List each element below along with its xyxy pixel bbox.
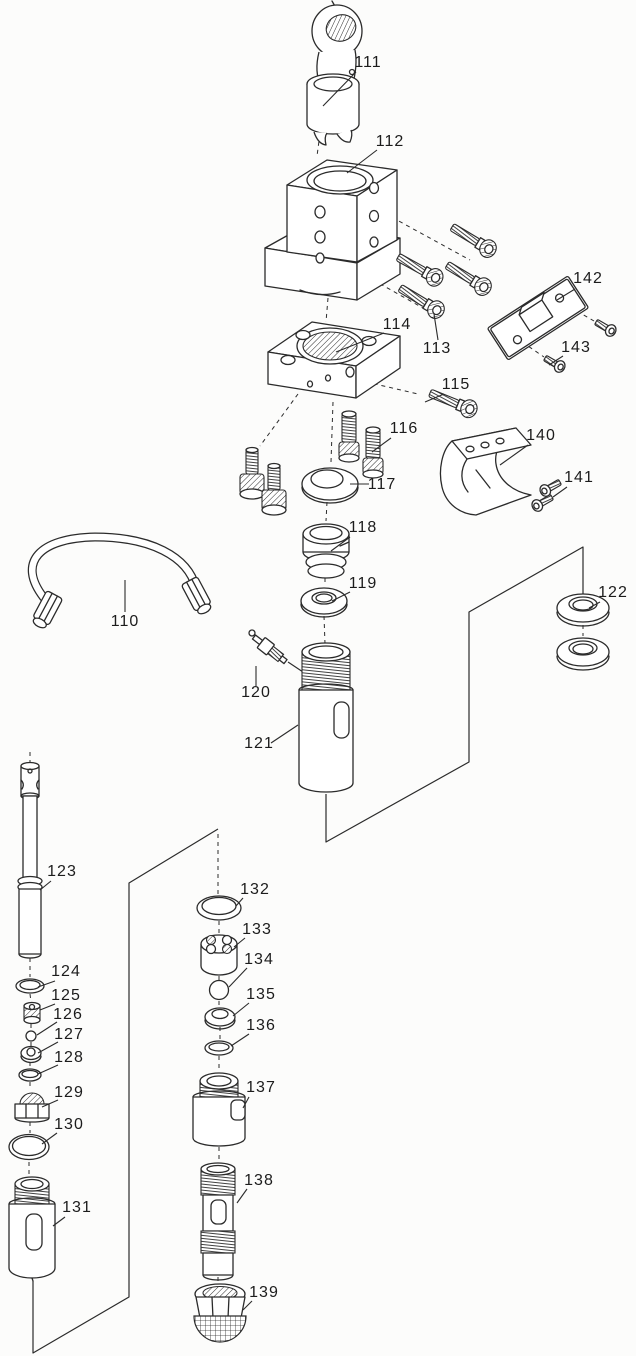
callout-138: 138 [244, 1172, 274, 1189]
callout-129: 129 [54, 1084, 84, 1101]
part-127-packing [20, 1045, 42, 1064]
part-120-fitting [248, 629, 307, 675]
callout-114: 114 [383, 316, 412, 333]
callout-121: 121 [244, 735, 274, 752]
callout-128: 128 [54, 1049, 84, 1066]
part-139-strainer [193, 1283, 247, 1343]
callout-130: 130 [54, 1116, 84, 1133]
callout-111: 111 [354, 54, 381, 71]
callout-124: 124 [51, 963, 81, 980]
part-123-piston-rod [17, 761, 43, 959]
part-138-suction-tube [200, 1162, 236, 1281]
part-137-valve-housing [192, 1072, 246, 1147]
callout-117: 117 [368, 476, 397, 493]
part-111-rod-end [306, 4, 363, 146]
part-122-packings [556, 593, 610, 671]
boundary-lines [32, 546, 584, 1354]
part-136-o-ring [204, 1040, 234, 1056]
part-110-hose [27, 532, 212, 629]
callout-132: 132 [240, 881, 270, 898]
callout-131: 131 [62, 1199, 92, 1216]
part-112-pump-block [264, 159, 401, 301]
part-129-valve-nut [14, 1092, 50, 1123]
callout-139: 139 [249, 1284, 279, 1301]
callout-120: 120 [241, 684, 271, 701]
callout-116: 116 [390, 420, 419, 437]
callout-141: 141 [564, 469, 594, 486]
callout-118: 118 [349, 519, 378, 536]
part-118-packing-nut [302, 523, 350, 579]
part-132-o-ring [196, 895, 242, 921]
callout-134: 134 [244, 951, 274, 968]
callout-133: 133 [242, 921, 272, 938]
callout-127: 127 [54, 1026, 84, 1043]
part-133-valve-cage [200, 934, 238, 976]
part-126-ball [25, 1030, 37, 1042]
callout-110: 110 [111, 613, 140, 630]
callout-113: 113 [423, 340, 452, 357]
callout-136: 136 [246, 1017, 276, 1034]
callout-115: 115 [442, 376, 471, 393]
callout-122: 122 [598, 584, 628, 601]
part-121-cylinder [298, 642, 354, 793]
callout-135: 135 [246, 986, 276, 1003]
part-128-o-ring [18, 1068, 42, 1082]
callout-123: 123 [47, 863, 77, 880]
part-114-manifold-block [267, 321, 401, 399]
part-116-fittings [239, 410, 384, 516]
callout-126: 126 [53, 1006, 83, 1023]
part-142-cover-plate [487, 276, 589, 360]
part-135-valve-seat [204, 1007, 236, 1030]
part-134-ball [208, 979, 230, 1001]
callout-143: 143 [561, 339, 591, 356]
part-119-seal-washer [300, 587, 348, 618]
part-141-screws [529, 476, 564, 514]
part-125-gland [23, 1001, 41, 1025]
callout-142: 142 [573, 270, 603, 287]
part-130-o-ring [8, 1133, 50, 1161]
part-117-washer [301, 467, 359, 504]
callout-112: 112 [376, 133, 405, 150]
callout-137: 137 [246, 1079, 276, 1096]
callout-140: 140 [526, 427, 556, 444]
part-131-cylinder-housing [8, 1176, 56, 1282]
part-124-o-ring [15, 978, 45, 994]
part-113-screws [392, 218, 501, 323]
part-140-guard-bracket [439, 427, 532, 516]
callout-119: 119 [349, 575, 378, 592]
callout-125: 125 [51, 987, 81, 1004]
leader-lines [36, 71, 601, 1311]
